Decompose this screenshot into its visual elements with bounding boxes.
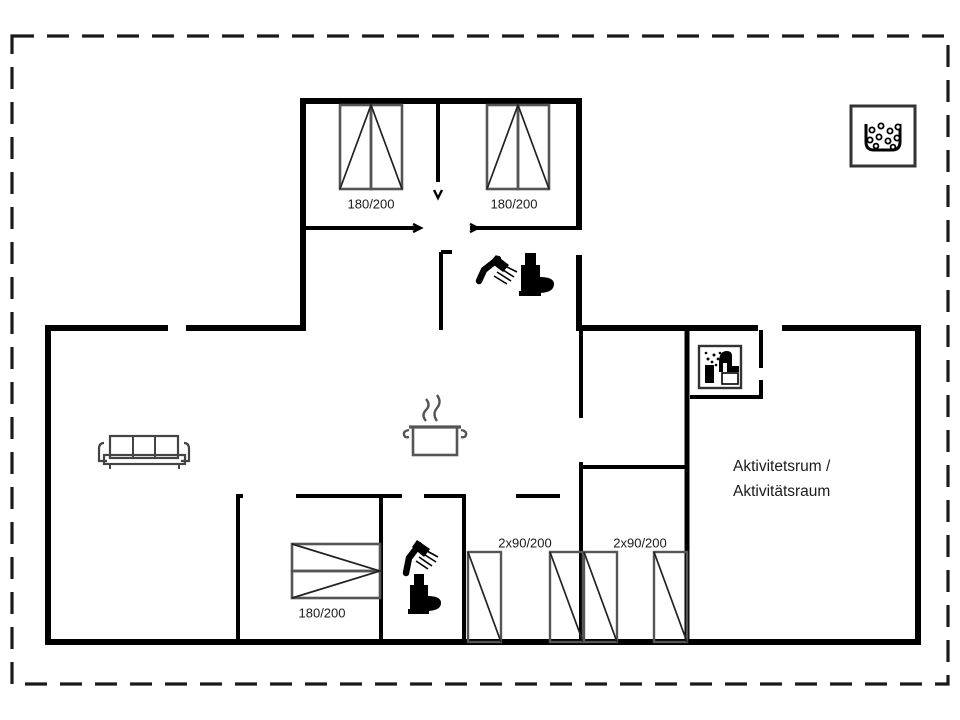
bed-bottom-mid-dimension: 2x90/200 <box>498 535 552 550</box>
bed-bottom-mid-a-diagonal <box>467 551 502 643</box>
shower-icon <box>475 255 518 285</box>
sauna-icon <box>697 344 743 390</box>
shower-spray <box>415 550 439 570</box>
sauna-steam-dots <box>704 351 724 367</box>
door-markers <box>412 189 481 234</box>
bed-top-left-dimension: 180/200 <box>348 196 395 211</box>
sauna-bench <box>721 372 739 385</box>
sofa-icon <box>97 434 191 469</box>
ball-pit-balls <box>866 122 902 151</box>
pot-steam-b <box>433 394 441 422</box>
toilet-base <box>519 291 541 296</box>
door-arrow-top-left <box>412 222 424 234</box>
toilet-base <box>408 609 429 614</box>
bed-top-left: 180/200 <box>338 102 404 211</box>
bed-bottom-mid: 2x90/200 <box>466 535 585 644</box>
sauna-stove <box>705 365 714 383</box>
door-arrow-center <box>432 189 444 201</box>
bed-bottom-right-b <box>652 550 689 644</box>
toilet-bowl <box>410 585 441 611</box>
bed-bottom-left-diagonals <box>291 543 383 599</box>
toilet-icon <box>408 574 441 614</box>
toilet-bowl <box>521 265 554 293</box>
property-boundary <box>10 34 950 686</box>
door-arrow-top-right <box>469 222 481 234</box>
pot-handle-right <box>460 428 468 439</box>
shower-icon <box>402 540 439 577</box>
activity-room-label-line1: Aktivitetsrum / <box>733 458 831 475</box>
toilet-icon <box>519 253 554 296</box>
toilet-cistern <box>414 574 424 587</box>
bed-bottom-mid-b-diagonal <box>549 551 584 643</box>
activity-room-label-line2: Aktivitätsraum <box>733 483 830 500</box>
shower-spray <box>493 265 518 285</box>
shower-head <box>490 255 509 272</box>
bathroom-upper-fixtures <box>475 253 554 296</box>
bed-bottom-right-a <box>582 550 619 644</box>
sofa-seat <box>102 453 187 466</box>
walls <box>45 98 921 645</box>
bed-bottom-right-b-diagonal <box>653 551 688 643</box>
bed-top-right-half-b <box>516 103 551 191</box>
bed-bottom-left-half-b <box>290 569 382 600</box>
toilet-cistern <box>525 253 536 267</box>
sofa-backrest <box>108 434 180 460</box>
pot-handle-left <box>402 428 410 439</box>
sauna-person <box>719 351 739 372</box>
bed-bottom-mid-a <box>466 550 503 644</box>
bathroom-lower-fixtures <box>402 540 441 614</box>
shower-head <box>412 540 430 557</box>
bed-top-right-diagonals <box>486 102 550 190</box>
ball-pit-container <box>864 124 902 152</box>
cooking-pot-icon <box>402 394 468 457</box>
bed-top-left-diagonals <box>339 102 403 190</box>
bed-top-right: 180/200 <box>485 102 551 211</box>
bed-top-right-dimension: 180/200 <box>491 196 538 211</box>
bed-bottom-left: 180/200 <box>290 542 383 620</box>
ball-pit-icon <box>849 104 917 168</box>
bed-bottom-right-a-diagonal <box>583 551 618 643</box>
bed-bottom-right-dimension: 2x90/200 <box>613 535 667 550</box>
pot-steam-a <box>422 398 430 422</box>
ball-pit-icon-frame <box>849 104 917 168</box>
sofa-arm-right <box>181 441 191 463</box>
bed-bottom-right: 2x90/200 <box>582 535 689 644</box>
sofa-arm-left <box>97 441 107 463</box>
bed-bottom-left-dimension: 180/200 <box>299 605 346 620</box>
activity-room-label: Aktivitetsrum / Aktivitätsraum <box>733 458 831 500</box>
bed-top-left-half-b <box>369 103 404 191</box>
